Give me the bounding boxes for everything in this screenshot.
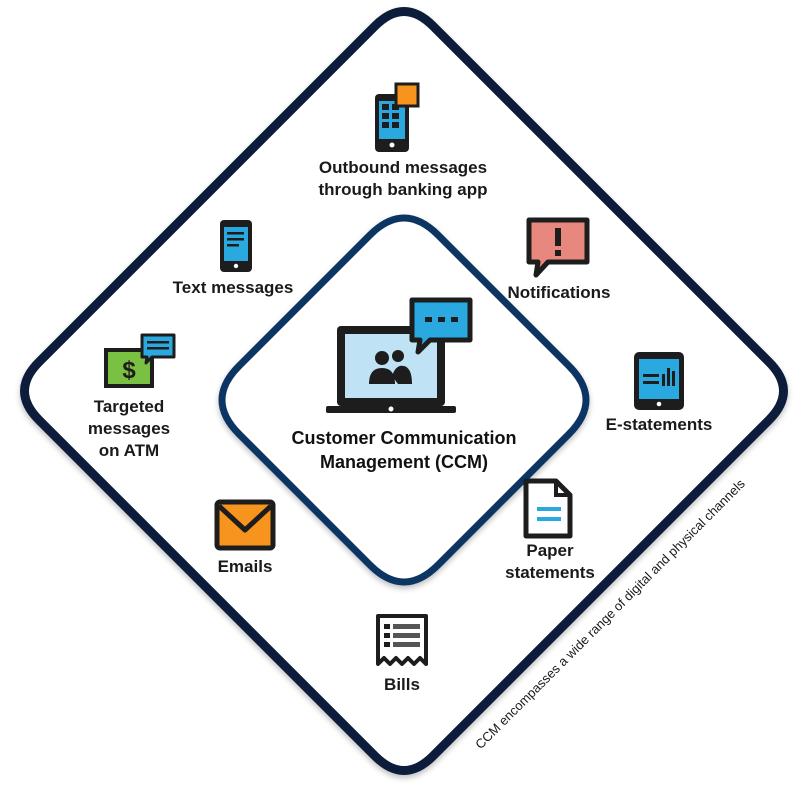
estatements-label: E-statements (605, 415, 713, 434)
paper-statements-label: Paper statements (490, 540, 610, 584)
ccm-title-line2: Management (CCM) (319, 452, 488, 472)
outbound-label-line1: Outbound messages (318, 158, 488, 177)
atm-label-line3: on ATM (98, 441, 160, 460)
emails-label: Emails (217, 557, 273, 576)
bill-receipt-icon (376, 614, 428, 666)
outbound-label-line2: through banking app (318, 180, 488, 199)
estatement-tablet-icon (634, 352, 684, 410)
ccm-title: Customer Communication Management (CCM) (256, 426, 552, 474)
laptop-chat-icon (326, 297, 473, 413)
text-message-phone-icon (220, 220, 252, 272)
atm-label-line1: Targeted (93, 397, 165, 416)
svg-text:$: $ (122, 357, 136, 384)
email-envelope-icon (214, 499, 276, 551)
bills-label: Bills (384, 675, 420, 694)
notifications-label: Notifications (507, 283, 611, 302)
banking-app-phone-icon (375, 82, 420, 152)
atm-label: Targeted messages on ATM (74, 396, 184, 462)
paper-label-line2: statements (505, 563, 595, 582)
atm-label-line2: messages (87, 419, 171, 438)
atm-money-icon: $ (104, 333, 176, 388)
paper-statement-icon (523, 478, 573, 539)
notification-alert-icon (526, 217, 590, 278)
outbound-label: Outbound messages through banking app (278, 157, 528, 201)
paper-label-line1: Paper (526, 541, 574, 560)
ccm-title-line1: Customer Communication (291, 428, 517, 448)
text-messages-label: Text messages (172, 278, 294, 297)
